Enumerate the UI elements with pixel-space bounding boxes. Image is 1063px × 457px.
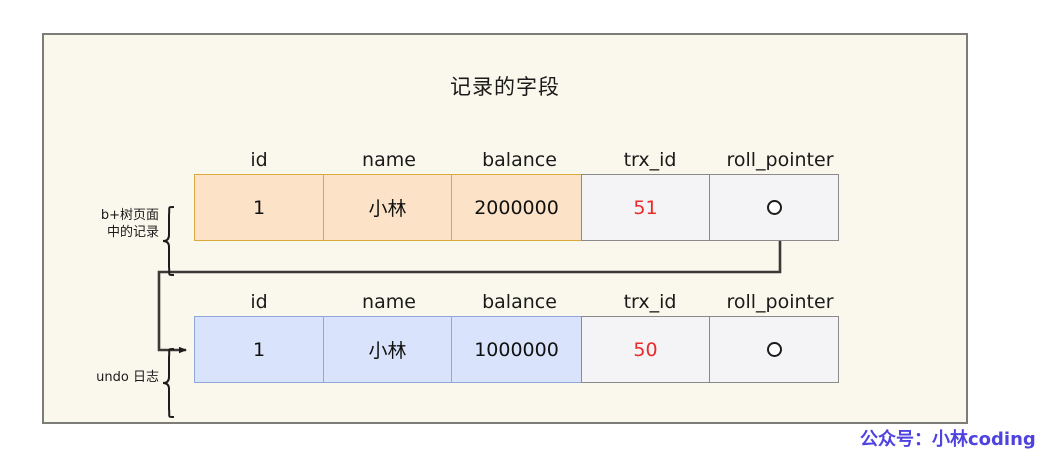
side-label-page-record: b+树页面 中的记录 (54, 207, 159, 241)
record-table-undo: id name balance trx_id roll_pointer 1 小林… (194, 283, 845, 383)
cell-undo-trx-id: 50 (580, 316, 711, 383)
table-row-undo-log: 1 小林 1000000 50 (194, 316, 845, 383)
column-header-id-undo: id (250, 291, 268, 313)
pointer-dot-icon (766, 200, 782, 215)
table-header-row-undo: id name balance trx_id roll_pointer (194, 283, 845, 313)
record-table-page: id name balance trx_id roll_pointer 1 小林… (194, 141, 845, 241)
column-header-roll-pointer: roll_pointer (726, 149, 834, 171)
column-header-balance-undo: balance (482, 291, 557, 313)
cell-page-name: 小林 (322, 174, 453, 241)
page-title: 记录的字段 (450, 75, 560, 99)
column-header-name-undo: name (362, 291, 416, 313)
table-row-page-record: 1 小林 2000000 51 (194, 174, 845, 241)
side-label-page-record-line2: 中的记录 (106, 225, 159, 240)
side-label-page-record-line1: b+树页面 (100, 208, 159, 223)
trx-id-value: 51 (633, 196, 658, 219)
side-label-undo-log-line1: undo 日志 (96, 370, 159, 385)
cell-page-roll-pointer (709, 174, 839, 241)
side-label-undo-log: undo 日志 (44, 369, 159, 386)
pointer-dot-icon-undo (766, 342, 782, 357)
column-header-balance: balance (482, 149, 557, 171)
column-header-trx-id-undo: trx_id (623, 291, 677, 313)
diagram-frame: 记录的字段 b+树页面 中的记录 id name balance trx_id … (42, 33, 968, 424)
cell-undo-name: 小林 (322, 316, 453, 383)
column-header-id: id (250, 149, 268, 171)
trx-id-value-undo: 50 (633, 338, 658, 361)
watermark: 公众号：小林coding (860, 429, 1036, 450)
brace-undo-log (162, 348, 175, 418)
cell-page-id: 1 (194, 174, 324, 241)
cell-page-balance: 2000000 (451, 174, 582, 241)
column-header-trx-id: trx_id (623, 149, 677, 171)
brace-page-record (162, 206, 175, 276)
column-header-roll-pointer-undo: roll_pointer (726, 291, 834, 313)
table-header-row-page: id name balance trx_id roll_pointer (194, 141, 845, 171)
cell-undo-roll-pointer (709, 316, 839, 383)
cell-undo-balance: 1000000 (451, 316, 582, 383)
cell-page-trx-id: 51 (580, 174, 711, 241)
column-header-name: name (362, 149, 416, 171)
cell-undo-id: 1 (194, 316, 324, 383)
